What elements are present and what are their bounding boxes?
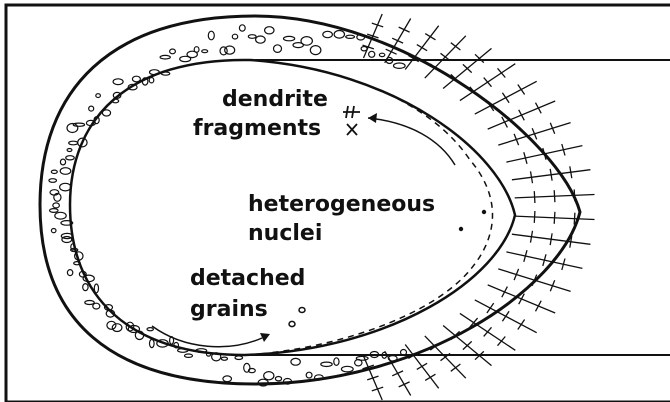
chill-grain	[102, 110, 110, 116]
chill-grain	[73, 123, 84, 126]
chill-grain	[55, 212, 66, 219]
dendrite-mark	[488, 285, 556, 313]
label-fragments: fragments	[193, 116, 321, 141]
chill-grain	[202, 50, 208, 53]
chill-grain	[83, 284, 88, 291]
chill-grain	[67, 149, 72, 152]
dendrite-mark	[512, 231, 591, 248]
dendrite-mark	[506, 144, 582, 164]
nucleus-dot	[482, 210, 486, 214]
dendrite-mark	[498, 269, 570, 292]
chill-grain	[244, 363, 250, 372]
label-dendrite: dendrite	[222, 87, 328, 112]
label-heterogeneous: heterogeneous	[248, 192, 435, 217]
chill-grain	[107, 321, 116, 329]
chill-grain	[51, 170, 57, 173]
chill-grain	[323, 31, 333, 37]
chill-grain	[221, 357, 227, 360]
chill-grain	[265, 27, 274, 34]
chill-grain	[60, 159, 65, 165]
chill-grain	[232, 34, 237, 39]
dendrite-mark	[385, 19, 411, 63]
chill-grain	[208, 31, 214, 40]
chill-grain	[346, 35, 355, 38]
chill-grain	[67, 270, 72, 276]
chill-grain	[291, 358, 300, 365]
chill-grain	[379, 53, 384, 56]
chill-grain	[147, 328, 153, 331]
fragments-arrowhead	[368, 113, 377, 123]
chill-grain	[66, 156, 75, 160]
chill-grain	[334, 31, 344, 39]
chill-grain	[274, 45, 282, 53]
chill-grain	[67, 124, 78, 133]
chill-grain	[321, 362, 332, 366]
dendrite-mark	[515, 211, 595, 225]
chill-grain	[96, 94, 101, 98]
label-grains: grains	[190, 297, 268, 322]
nucleus-dot	[459, 227, 463, 231]
chill-grain	[51, 229, 56, 233]
chill-grain	[235, 356, 243, 360]
chill-grain	[132, 76, 140, 82]
chill-grain	[207, 353, 211, 356]
chill-grain	[50, 209, 59, 213]
chill-grain	[369, 51, 375, 57]
dendrite-mark	[515, 189, 595, 203]
chill-grain	[341, 366, 353, 372]
chill-grain	[334, 358, 339, 366]
chill-grain	[161, 72, 169, 75]
dendrite-mark	[425, 36, 466, 78]
chill-grain	[225, 46, 235, 54]
chill-grain	[62, 237, 72, 243]
chill-grain	[194, 47, 199, 53]
chill-grain	[60, 168, 71, 175]
chill-grain	[301, 37, 312, 46]
chill-grain	[60, 183, 71, 191]
chill-grain	[89, 106, 94, 111]
dendrite-mark	[405, 26, 439, 70]
chill-grain	[310, 46, 321, 55]
chill-grain	[223, 376, 232, 382]
chill-grain	[275, 377, 281, 381]
chill-grain	[150, 339, 155, 347]
chill-grain	[112, 324, 122, 332]
chill-grain	[53, 203, 60, 208]
chill-grain	[264, 372, 274, 380]
dendrite-mark	[443, 48, 491, 88]
chill-grain	[394, 63, 406, 68]
chill-grain	[160, 55, 170, 59]
chill-grain	[94, 284, 98, 293]
chill-grain	[49, 179, 57, 183]
chill-grain	[185, 354, 193, 357]
label-detached: detached	[190, 266, 305, 291]
chill-grain	[256, 36, 266, 43]
chill-grain	[248, 35, 256, 39]
dendrite-mark	[512, 166, 591, 183]
label-nuclei: nuclei	[248, 221, 322, 246]
dendrite-fragment-symbols	[343, 106, 360, 135]
dendrite-mark	[363, 356, 384, 400]
chill-grain	[239, 25, 245, 31]
detached-grain	[289, 321, 295, 326]
dendrite-mark	[488, 101, 556, 129]
chill-grain	[85, 301, 94, 305]
chill-grain	[284, 36, 295, 40]
chill-grain	[69, 141, 78, 145]
chill-grain	[113, 79, 123, 85]
dendrite-mark	[506, 250, 582, 270]
chill-grain	[149, 78, 154, 83]
chill-grain	[170, 49, 176, 54]
chill-grain	[306, 372, 312, 378]
detached-grain	[299, 308, 305, 313]
